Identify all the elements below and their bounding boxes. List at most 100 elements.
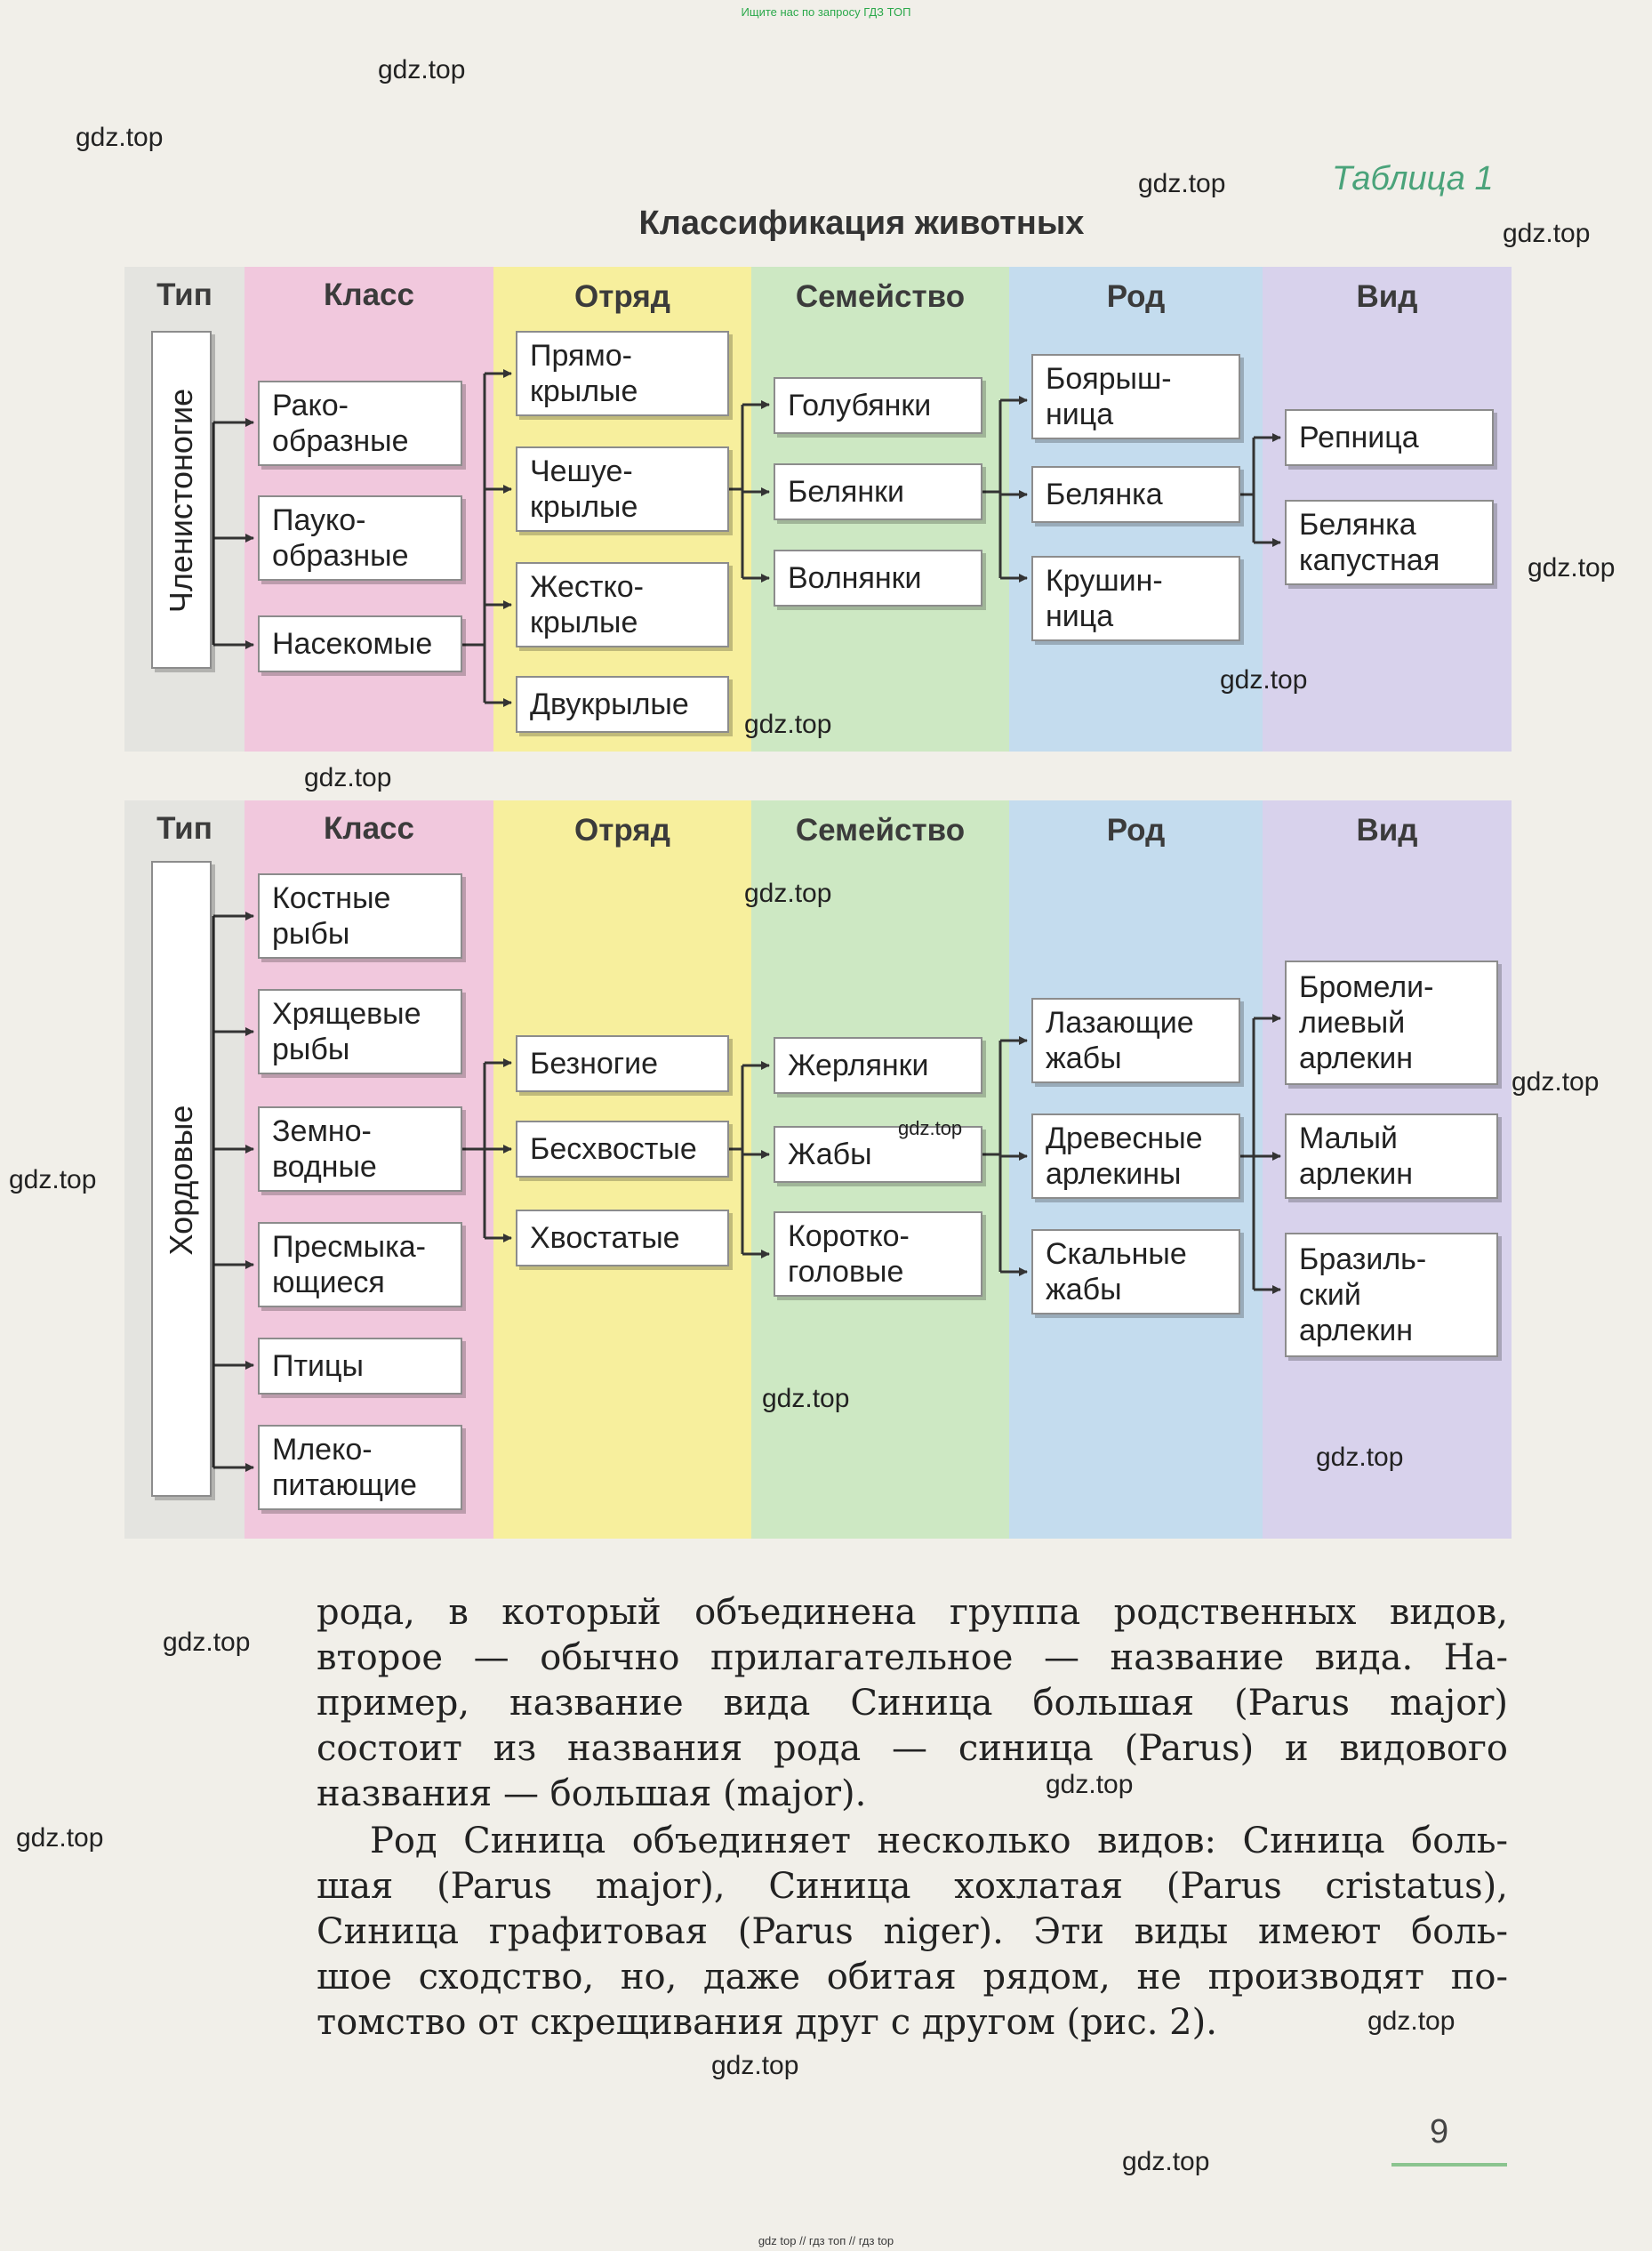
order-label: Бесхвостые (530, 1132, 697, 1166)
watermark: gdz.top (9, 1165, 97, 1194)
class-label: Пауко- образные (272, 503, 409, 573)
class-box-arachnids: Пауко- образные (258, 495, 462, 581)
order-box-diptera: Двукрылые (516, 676, 729, 733)
class-label: Хрящевые рыбы (272, 997, 421, 1066)
text-line: названия — большая (major). (317, 1773, 867, 1814)
header-family-2: Семейство (795, 813, 966, 848)
species-box-pieris-rapae: Репница (1285, 409, 1494, 466)
family-box-brachycephalidae: Коротко- головые (774, 1211, 982, 1297)
order-box-coleoptera: Жестко- крылые (516, 562, 729, 647)
order-box-caudata: Хвостатые (516, 1210, 729, 1266)
text-line: Род Синица объединяет несколько видов: С… (370, 1821, 1508, 1861)
genus-box-gonepteryx: Крушин- ница (1031, 556, 1240, 641)
top-search-note: Ищите нас по запросу ГДЗ ТОП (741, 5, 911, 19)
genus-label: Скальные жабы (1046, 1237, 1187, 1306)
watermark: gdz.top (711, 2051, 799, 2080)
header-order-1: Отряд (574, 279, 670, 314)
genus-box-aporia: Боярыш- ница (1031, 354, 1240, 439)
text-line: пример, название вида Синица большая (Pa… (317, 1683, 1508, 1724)
table-label: Таблица 1 (1332, 160, 1494, 197)
watermark: gdz.top (744, 710, 832, 739)
class-box-reptiles: Пресмыка- ющиеся (258, 1222, 462, 1307)
watermark: gdz.top (1367, 2006, 1456, 2036)
watermark: gdz.top (744, 879, 832, 908)
species-label: Малый арлекин (1299, 1121, 1414, 1191)
text-line: рода, в который объединена группа родств… (317, 1592, 1508, 1633)
order-box-orthoptera: Прямо- крылые (516, 331, 729, 416)
watermark: gdz.top (762, 1384, 850, 1413)
species-box-small-harlequin: Малый арлекин (1285, 1113, 1498, 1199)
class-box-insects: Насекомые (258, 615, 462, 672)
order-box-apoda: Безногие (516, 1035, 729, 1092)
text-line: второе — обычно прилагательное — названи… (317, 1637, 1508, 1678)
watermark: gdz.top (163, 1628, 251, 1657)
watermark: gdz.top (898, 1117, 963, 1139)
class-label: Пресмыка- ющиеся (272, 1230, 426, 1299)
order-box-lepidoptera: Чешуе- крылые (516, 446, 729, 532)
genus-box-rock-toads: Скальные жабы (1031, 1229, 1240, 1314)
species-label: Белянка капустная (1299, 508, 1440, 577)
watermark: gdz.top (1138, 169, 1226, 198)
order-box-anura: Бесхвостые (516, 1121, 729, 1178)
family-box-bufonidae: Жабы (774, 1126, 982, 1183)
watermark: gdz.top (1528, 553, 1616, 583)
species-label: Репница (1299, 421, 1419, 454)
table-title: Классификация животных (638, 205, 1085, 242)
family-label: Коротко- головые (788, 1219, 910, 1289)
header-type-1: Тип (156, 277, 213, 312)
family-label: Белянки (788, 475, 904, 509)
order-label: Жестко- крылые (530, 570, 644, 639)
family-box-lymantriidae: Волнянки (774, 550, 982, 607)
header-class-1: Класс (324, 277, 414, 312)
genus-label: Белянка (1046, 478, 1163, 511)
genus-label: Лазающие жабы (1046, 1006, 1194, 1075)
order-label: Чешуе- крылые (530, 454, 638, 524)
species-box-bromeliad-harlequin: Бромели- лиевый арлекин (1285, 961, 1498, 1085)
class-box-birds: Птицы (258, 1338, 462, 1395)
genus-box-atelopus: Древесные арлекины (1031, 1113, 1240, 1199)
species-label: Бразиль- ский арлекин (1299, 1242, 1427, 1347)
watermark: gdz.top (1046, 1770, 1134, 1799)
header-class-2: Класс (324, 811, 414, 846)
page-number: 9 (1430, 2113, 1449, 2151)
watermark: gdz.top (1512, 1067, 1600, 1097)
family-label: Жерлянки (788, 1049, 929, 1082)
species-box-pieris-brassicae: Белянка капустная (1285, 500, 1494, 585)
order-label: Безногие (530, 1047, 659, 1081)
genus-label: Древесные арлекины (1046, 1121, 1203, 1191)
class-box-crustaceans: Рако- образные (258, 381, 462, 466)
genus-box-pieris: Белянка (1031, 466, 1240, 523)
watermark: gdz.top (16, 1823, 104, 1853)
genus-label: Боярыш- ница (1046, 362, 1172, 431)
genus-box-pedostibes: Лазающие жабы (1031, 998, 1240, 1083)
header-type-2: Тип (156, 811, 213, 846)
type-box-chordates (151, 861, 212, 1497)
text-line: состоит из названия рода — синица (Parus… (317, 1728, 1508, 1769)
header-order-2: Отряд (574, 813, 670, 848)
paragraph-2: Род Синица объединяет несколько видов: С… (317, 1819, 1508, 2046)
header-genus-2: Род (1106, 813, 1166, 848)
watermark: gdz.top (1503, 219, 1591, 248)
class-box-mammals: Млеко- питающие (258, 1425, 462, 1510)
family-box-bombinatoridae: Жерлянки (774, 1037, 982, 1094)
class-label: Костные рыбы (272, 881, 391, 951)
text-line: томство от скрещивания друг с другом (ри… (317, 2002, 1217, 2043)
family-box-lycaenidae: Голубянки (774, 377, 982, 434)
type-label-arthropods: Членистоногие (163, 388, 199, 614)
class-label: Рако- образные (272, 389, 409, 458)
class-label: Насекомые (272, 627, 433, 661)
class-box-bony-fish: Костные рыбы (258, 873, 462, 959)
order-label: Двукрылые (530, 687, 689, 721)
type-box-arthropods (151, 331, 212, 669)
order-label: Хвостатые (530, 1221, 680, 1255)
class-box-amphibians: Земно- водные (258, 1106, 462, 1192)
family-label: Волнянки (788, 561, 922, 595)
class-label: Млеко- питающие (272, 1433, 417, 1502)
order-label: Прямо- крылые (530, 339, 638, 408)
header-species-1: Вид (1356, 279, 1418, 314)
family-box-pieridae: Белянки (774, 463, 982, 520)
watermark: gdz.top (1316, 1443, 1404, 1472)
watermark: gdz.top (378, 55, 466, 84)
text-line: шая (Parus major), Синица хохлатая (Paru… (317, 1866, 1508, 1907)
